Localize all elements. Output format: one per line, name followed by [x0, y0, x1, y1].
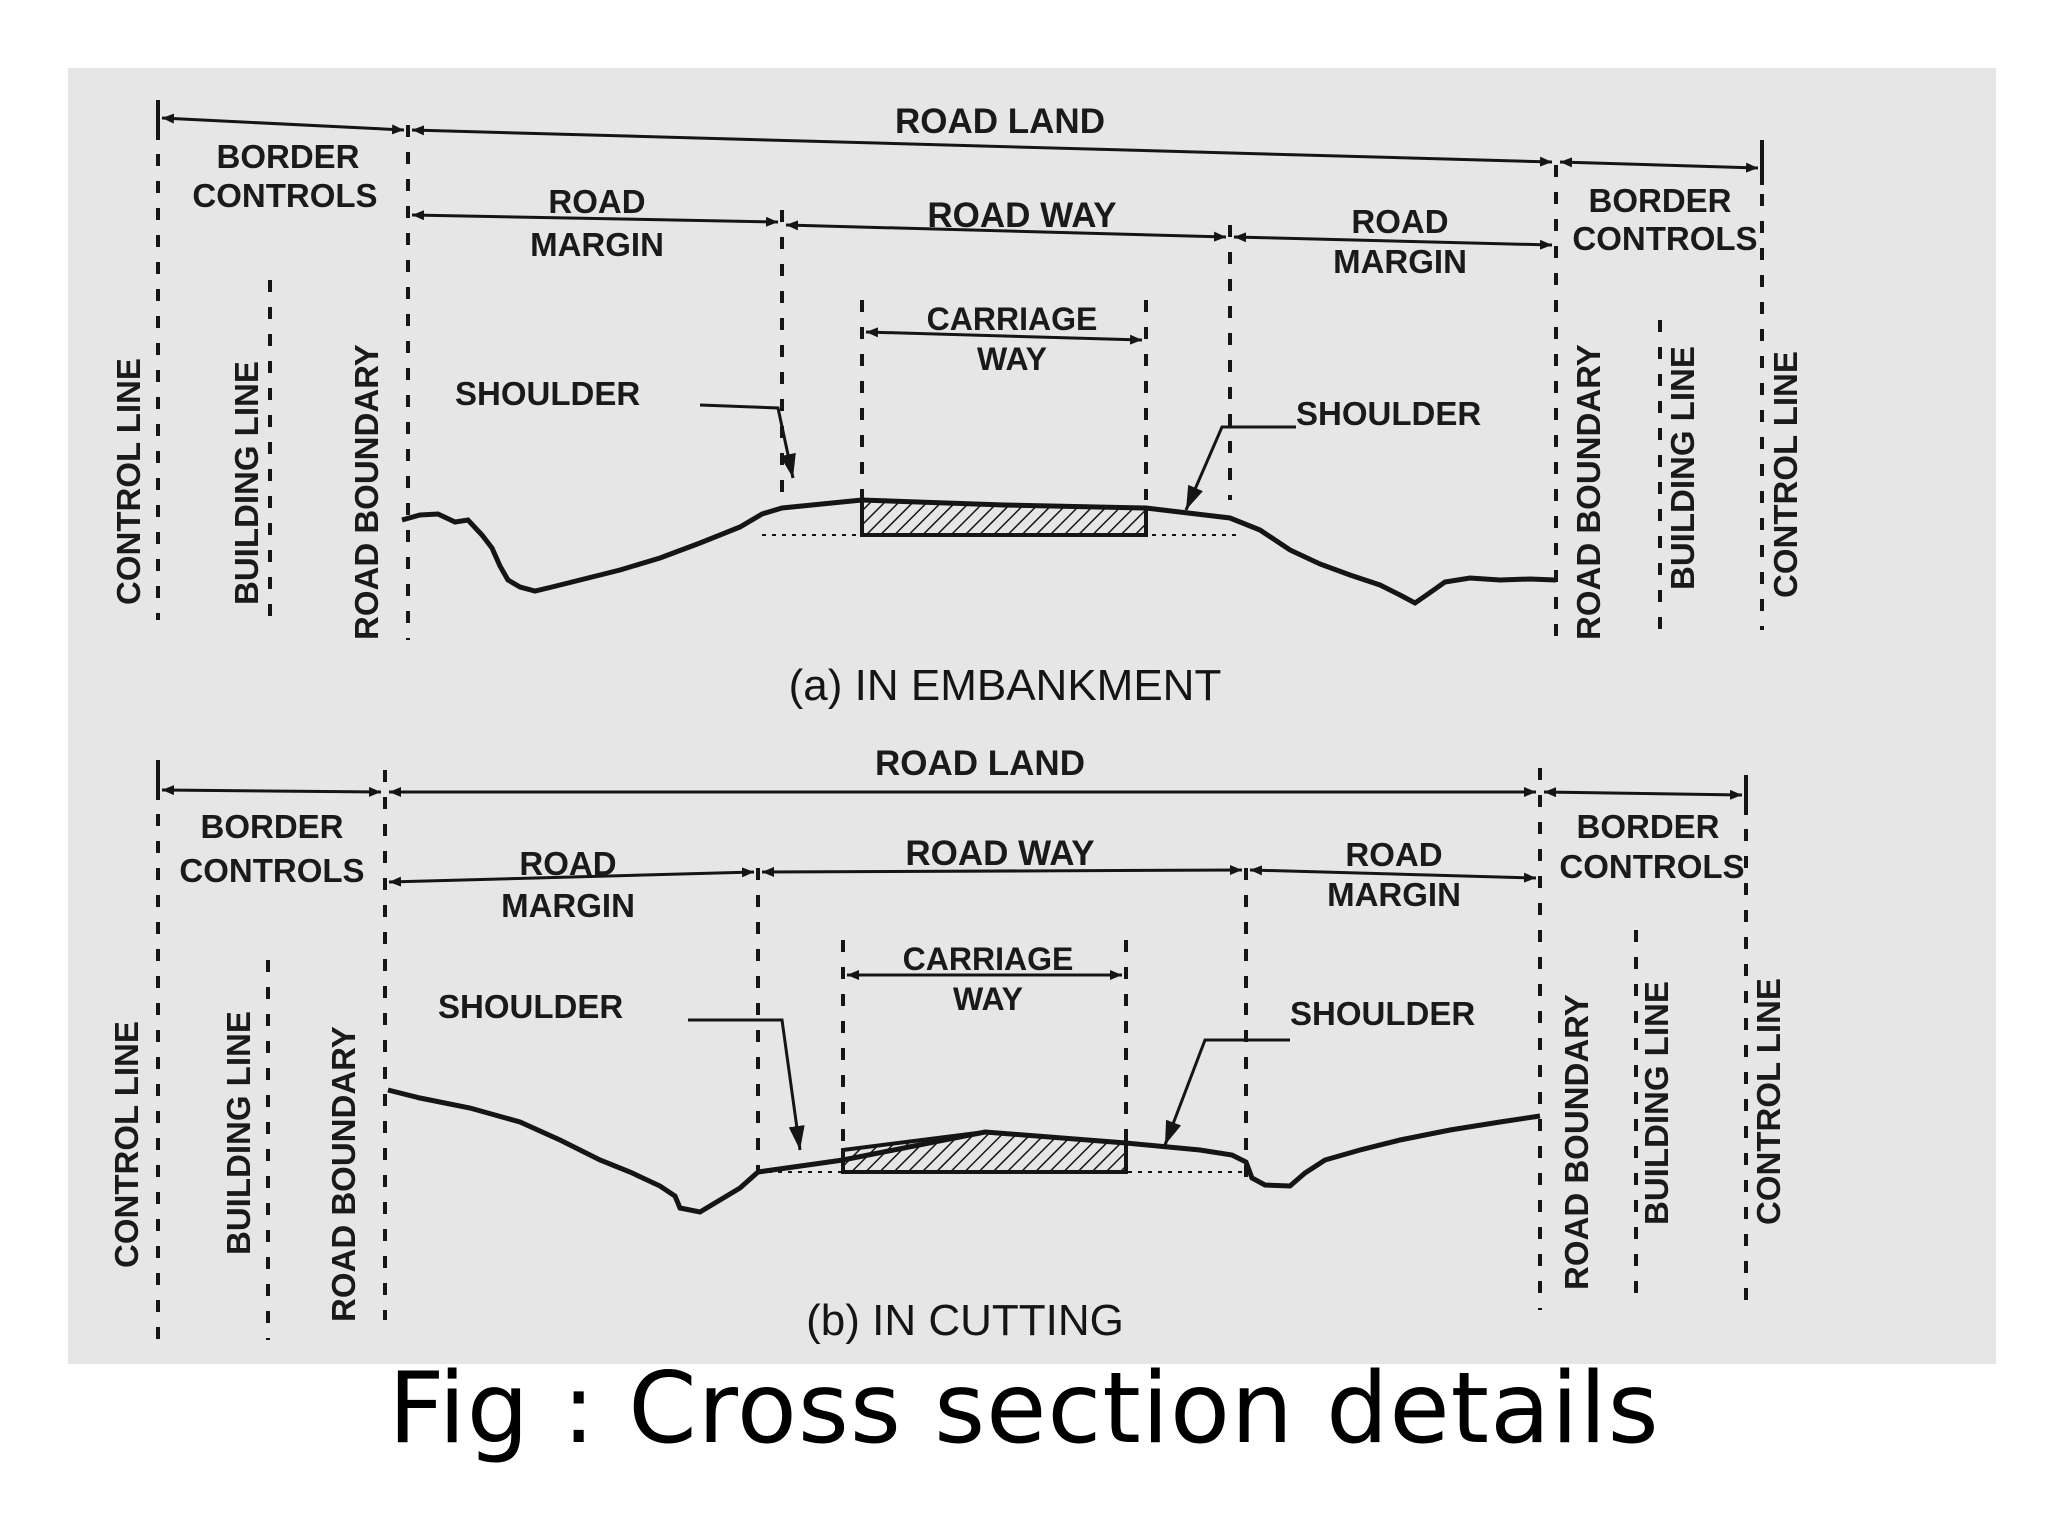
- shoulder-pointer-right-a: [1184, 425, 1296, 511]
- svg-text:MARGIN: MARGIN: [1333, 243, 1467, 280]
- carriageway-slab-a: [860, 497, 1148, 537]
- svg-text:WAY: WAY: [953, 981, 1023, 1017]
- svg-text:MARGIN: MARGIN: [501, 887, 635, 924]
- embankment-ground-profile: [401, 497, 1557, 606]
- svg-text:CONTROLS: CONTROLS: [1559, 848, 1744, 885]
- carriage-way-label-b: CARRIAGE: [903, 941, 1074, 977]
- panel-title-embankment: (a) IN EMBANKMENT: [789, 661, 1222, 710]
- road-way-arrow-a: [785, 220, 1227, 242]
- carriageway-arrow-a: [865, 327, 1143, 345]
- border-controls-left-label-a: BORDER: [216, 138, 359, 175]
- road-boundary-left-label-a: ROAD BOUNDARY: [348, 344, 385, 640]
- border-controls-left-arrow-b: [161, 785, 382, 797]
- road-way-label-a: ROAD WAY: [927, 196, 1116, 235]
- panel-cutting: ROAD LAND BORDER CONTROLS ROAD MARGIN RO…: [108, 744, 1787, 1345]
- road-boundary-left-label-b: ROAD BOUNDARY: [325, 1026, 362, 1322]
- road-margin-right-label-a: ROAD: [1351, 203, 1448, 240]
- panel-title-cutting: (b) IN CUTTING: [806, 1296, 1124, 1345]
- road-way-arrow-b: [761, 865, 1243, 877]
- shoulder-pointer-left-b: [688, 1018, 805, 1151]
- building-line-right-label-a: BUILDING LINE: [1664, 346, 1701, 590]
- border-controls-right-arrow-b: [1543, 787, 1743, 800]
- road-margin-left-label-b: ROAD: [519, 845, 616, 882]
- svg-text:MARGIN: MARGIN: [1327, 876, 1461, 913]
- building-line-left-label-b: BUILDING LINE: [220, 1011, 257, 1255]
- road-margin-left-arrow-a: [411, 210, 779, 227]
- svg-text:CONTROLS: CONTROLS: [192, 177, 377, 214]
- border-controls-right-arrow-a: [1559, 157, 1759, 173]
- building-line-left-label-a: BUILDING LINE: [228, 361, 265, 605]
- svg-text:CONTROLS: CONTROLS: [1572, 220, 1757, 257]
- road-margin-left-arrow-b: [388, 867, 755, 887]
- road-margin-right-arrow-a: [1233, 232, 1553, 250]
- shoulder-pointer-left-a: [699, 403, 796, 479]
- road-margin-right-arrow-b: [1249, 865, 1537, 883]
- control-line-right-label-b: CONTROL LINE: [1750, 978, 1787, 1225]
- shoulder-left-label-a: SHOULDER: [455, 375, 640, 412]
- control-line-right-label-a: CONTROL LINE: [1767, 351, 1804, 598]
- control-line-left-label-b: CONTROL LINE: [108, 1021, 145, 1268]
- road-margin-left-label-a: ROAD: [548, 183, 645, 220]
- road-margin-right-label-b: ROAD: [1345, 836, 1442, 873]
- border-controls-left-arrow-a: [161, 113, 405, 135]
- figure-caption: Fig : Cross section details: [388, 1352, 1660, 1466]
- road-land-arrow-a: [411, 125, 1553, 167]
- svg-text:MARGIN: MARGIN: [530, 226, 664, 263]
- road-land-label-a: ROAD LAND: [895, 102, 1105, 141]
- control-line-left-label-a: CONTROL LINE: [110, 358, 147, 605]
- border-controls-right-label-b: BORDER: [1576, 808, 1719, 845]
- panel-embankment: ROAD LAND BORDER CONTROLS ROAD MARGIN RO…: [110, 100, 1804, 710]
- road-boundary-right-label-a: ROAD BOUNDARY: [1570, 344, 1607, 640]
- svg-text:CONTROLS: CONTROLS: [179, 852, 364, 889]
- road-way-label-b: ROAD WAY: [905, 834, 1094, 873]
- carriage-way-label-a: CARRIAGE: [927, 301, 1098, 337]
- road-boundary-right-label-b: ROAD BOUNDARY: [1558, 994, 1595, 1290]
- shoulder-right-label-b: SHOULDER: [1290, 995, 1475, 1032]
- shoulder-pointer-right-b: [1163, 1038, 1290, 1146]
- shoulder-right-label-a: SHOULDER: [1296, 395, 1481, 432]
- building-line-right-label-b: BUILDING LINE: [1638, 981, 1675, 1225]
- carriageway-slab-b: [841, 1129, 1128, 1174]
- border-controls-left-label-b: BORDER: [200, 808, 343, 845]
- road-land-label-b: ROAD LAND: [875, 744, 1085, 783]
- shoulder-left-label-b: SHOULDER: [438, 988, 623, 1025]
- svg-text:WAY: WAY: [977, 341, 1047, 377]
- border-controls-right-label-a: BORDER: [1588, 182, 1731, 219]
